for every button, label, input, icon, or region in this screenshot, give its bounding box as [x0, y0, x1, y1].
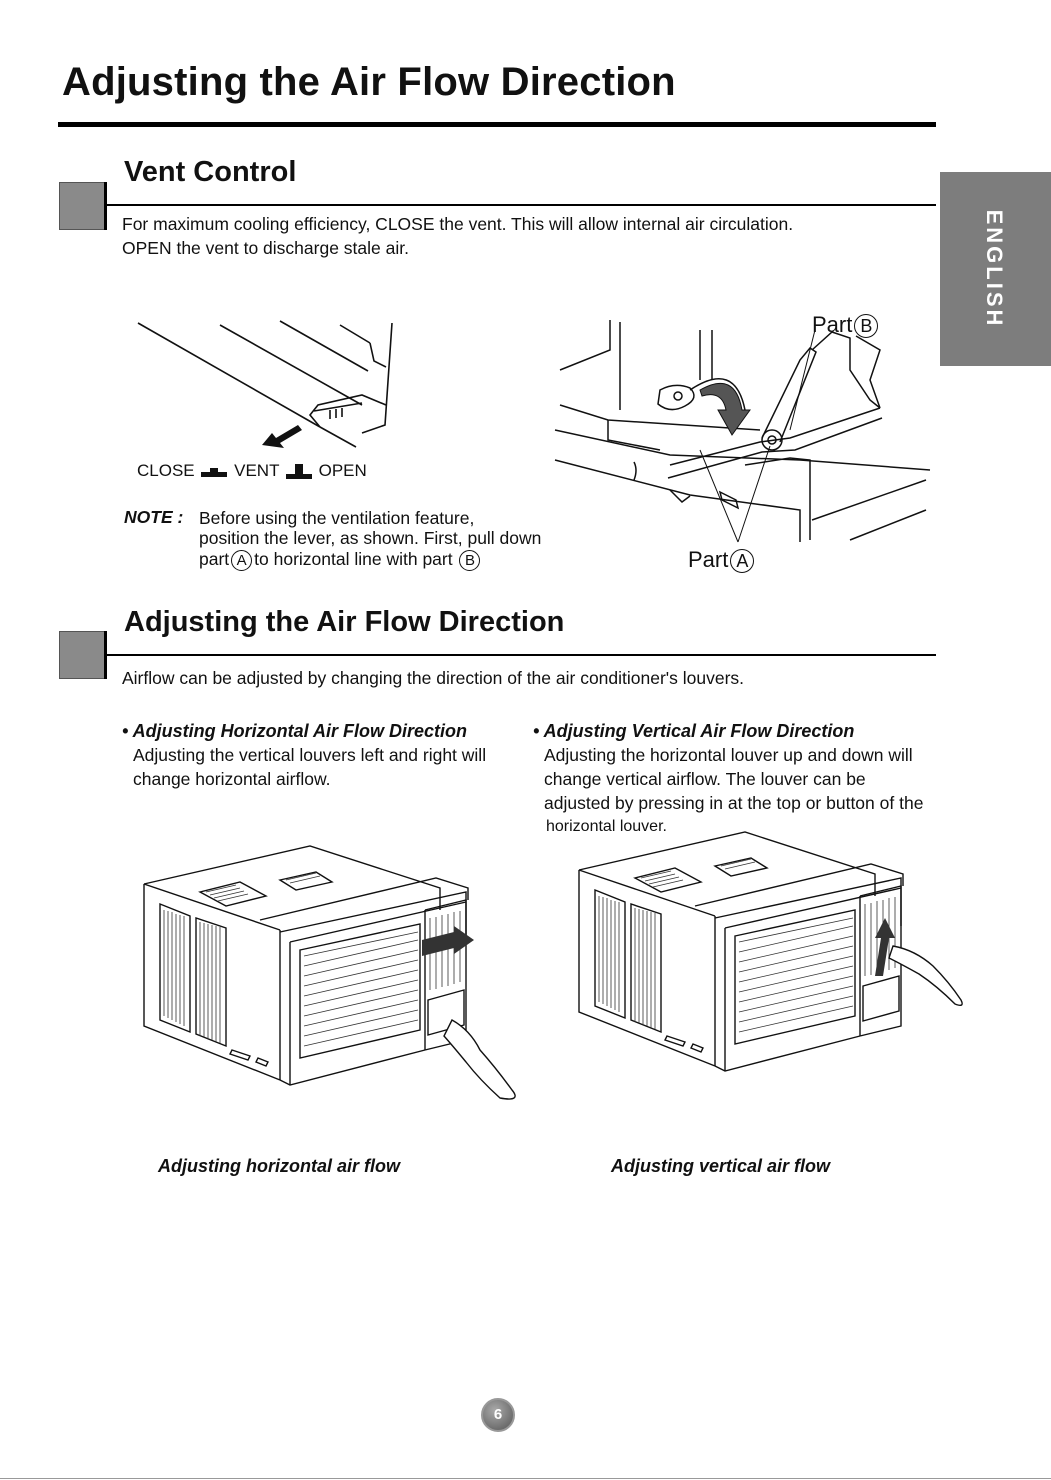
horizontal-line2: change horizontal airflow.: [133, 769, 331, 789]
vertical-line1: Adjusting the horizontal louver up and d…: [544, 745, 913, 765]
vertical-line4: horizontal louver.: [546, 818, 667, 835]
section-rule-vent: [104, 204, 936, 206]
note-line2: position the lever, as shown. First, pul…: [199, 528, 542, 548]
horizontal-title: • Adjusting Horizontal Air Flow Directio…: [122, 721, 467, 741]
section-rule-airflow: [104, 654, 936, 656]
part-a-circle: A: [231, 550, 253, 571]
vent-intro-line2: OPEN the vent to discharge stale air.: [122, 238, 409, 258]
page-number-badge: 6: [481, 1398, 515, 1432]
part-b-callout-circle: B: [854, 314, 879, 338]
title-divider: [58, 122, 936, 127]
vent-lever-illustration: [137, 320, 393, 448]
vent-label: VENT: [234, 461, 280, 480]
section-marker-vent: [59, 182, 106, 230]
section-stem-vent: [104, 182, 107, 230]
part-b-circle: B: [459, 550, 481, 571]
bottom-border: [0, 1478, 1051, 1479]
ac-unit-horizontal-illustration: [143, 845, 516, 1100]
language-tab-label: ENGLISH: [982, 209, 1007, 329]
vent-control-heading: Vent Control: [124, 156, 297, 188]
horizontal-line1: Adjusting the vertical louvers left and …: [133, 745, 487, 765]
part-b-callout-text: Part: [812, 312, 853, 337]
horizontal-caption: Adjusting horizontal air flow: [158, 1156, 400, 1176]
airflow-intro: Airflow can be adjusted by changing the …: [122, 668, 745, 688]
vent-open-icon: [285, 463, 312, 479]
lever-mechanism-illustration: [554, 320, 931, 543]
section-marker-airflow: [59, 631, 106, 679]
ac-unit-vertical-illustration: [578, 831, 963, 1072]
note-label: NOTE :: [124, 507, 184, 527]
vent-intro-line1: For maximum cooling efficiency, CLOSE th…: [122, 214, 794, 234]
page-title: Adjusting the Air Flow Direction: [62, 60, 676, 104]
open-label: OPEN: [318, 461, 367, 480]
airflow-heading: Adjusting the Air Flow Direction: [124, 606, 565, 638]
close-label: CLOSE: [137, 461, 195, 480]
part-a-callout-text: Part: [688, 547, 729, 572]
vertical-line2: change vertical airflow. The louver can …: [544, 769, 866, 789]
vent-closed-icon: [201, 467, 228, 477]
vertical-title: • Adjusting Vertical Air Flow Direction: [533, 721, 855, 741]
part-a-callout-circle: A: [730, 549, 755, 573]
note-line3-text: to horizontal line with part: [254, 549, 453, 569]
vertical-caption: Adjusting vertical air flow: [611, 1156, 831, 1176]
note-line3-part: part: [199, 549, 230, 569]
language-tab: ENGLISH: [940, 172, 1051, 366]
note-line1: Before using the ventilation feature,: [199, 508, 475, 528]
vertical-line3: adjusted by pressing in at the top or bu…: [544, 793, 924, 813]
vent-legend: CLOSE VENT OPEN: [137, 459, 367, 483]
